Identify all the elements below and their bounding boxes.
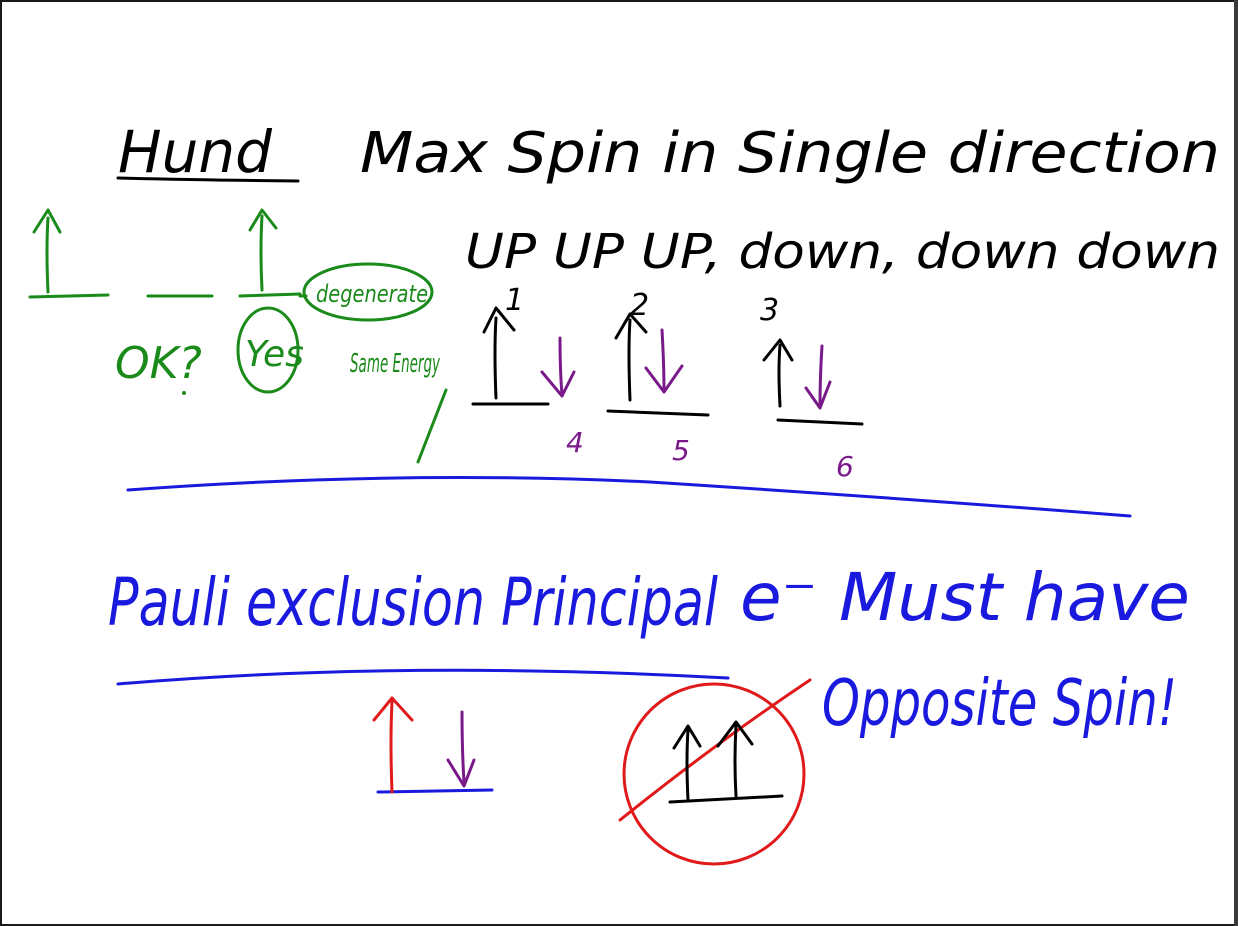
order-label-1: 1 <box>505 283 524 318</box>
up-arrow-icon <box>482 306 516 400</box>
orbital-line <box>28 293 110 299</box>
up-arrow-icon <box>762 338 794 408</box>
down-arrow-icon <box>446 710 476 788</box>
orbital-line <box>606 409 710 417</box>
hund-rule: Max Spin in Single direction <box>360 121 1220 186</box>
section-divider-top <box>126 476 1132 518</box>
forbidden-circle <box>622 682 806 866</box>
answer-yes: Yes <box>245 334 304 375</box>
down-arrow-icon <box>644 328 684 394</box>
forbidden-pair <box>618 678 812 866</box>
canvas-scrollbar-edge <box>1234 0 1238 926</box>
allowed-pair <box>372 696 494 794</box>
pauli-rule-line2: Opposite Spin! <box>822 667 1177 741</box>
question-ok: OK? <box>115 338 202 389</box>
connector-line <box>298 294 448 464</box>
hund-title: Hund <box>118 118 273 186</box>
fill-label-6: 6 <box>836 450 854 483</box>
degenerate-circle <box>302 262 434 322</box>
same-energy-text: Same Energy <box>350 349 440 379</box>
up-arrow-icon <box>248 208 278 292</box>
hund-title-underline <box>116 176 300 183</box>
hund-sequence: UP UP UP, down, down down <box>465 224 1220 280</box>
up-arrow-icon <box>32 208 62 294</box>
same-energy-label: Same Energy <box>350 349 440 379</box>
up-arrow-icon <box>672 724 702 802</box>
degenerate-label: degenerate <box>316 280 428 308</box>
orbital-example-green <box>28 208 302 299</box>
up-arrow-icon <box>716 720 754 798</box>
orbital-line <box>238 292 302 298</box>
fill-label-5: 5 <box>672 434 690 467</box>
orbital-diagram-hund: 4 5 6 <box>471 306 864 483</box>
order-label-3: 3 <box>760 293 779 328</box>
answer-circle <box>236 306 300 394</box>
pauli-rule-line1: e⁻ Must have <box>740 559 1190 636</box>
pauli-underline <box>116 668 730 686</box>
up-arrow-icon <box>372 696 414 794</box>
pauli-title: Pauli exclusion Principal <box>108 564 718 641</box>
up-arrow-icon <box>614 312 648 402</box>
down-arrow-icon <box>804 344 832 410</box>
dot-mark <box>182 391 186 395</box>
down-arrow-icon <box>540 336 576 398</box>
orbital-line <box>376 788 494 794</box>
fill-label-4: 4 <box>566 426 584 459</box>
orbital-line <box>776 418 864 426</box>
order-label-2: 2 <box>630 288 649 323</box>
